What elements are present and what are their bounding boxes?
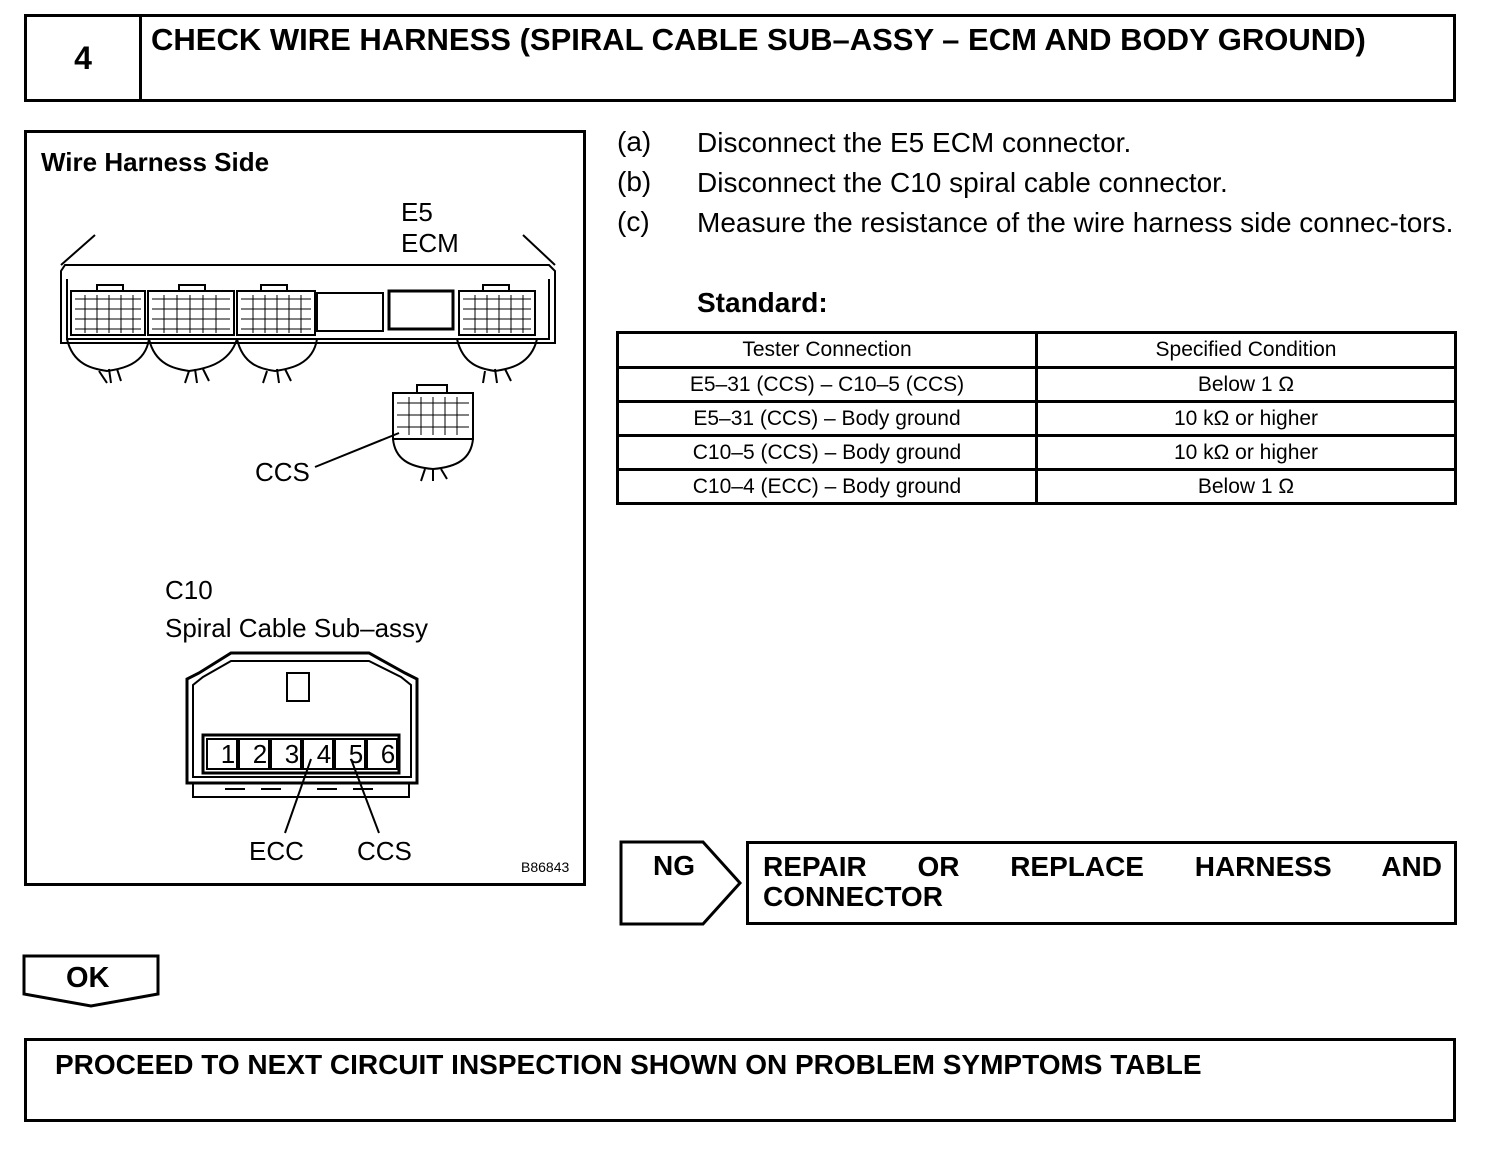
specification-table: Tester Connection Specified Condition E5…	[616, 331, 1457, 505]
specified-condition-cell: Below 1 Ω	[1035, 468, 1457, 505]
connector-illustration	[60, 234, 556, 834]
step-b-text: Disconnect the C10 spiral cable connecto…	[697, 167, 1228, 198]
pin-2: 2	[252, 739, 268, 769]
ng-tag: NG	[619, 840, 743, 926]
ng-label: NG	[653, 850, 695, 881]
proceed-text: PROCEED TO NEXT CIRCUIT INSPECTION SHOWN…	[55, 1049, 1202, 1080]
pin-6: 6	[380, 739, 396, 769]
table-row: E5–31 (CCS) – Body ground 10 kΩ or highe…	[616, 400, 1457, 437]
step-number: 4	[27, 17, 142, 99]
step-header: 4 CHECK WIRE HARNESS (SPIRAL CABLE SUB–A…	[24, 14, 1456, 102]
tester-connection-cell: C10–4 (ECC) – Body ground	[616, 468, 1038, 505]
table-row: C10–4 (ECC) – Body ground Below 1 Ω	[616, 468, 1457, 505]
pin-4: 4	[316, 739, 332, 769]
specified-condition-cell: 10 kΩ or higher	[1035, 434, 1457, 471]
connector-diagram: Wire Harness Side E5 ECM CCS C10 Spiral …	[24, 130, 586, 886]
step-b-letter: (b)	[617, 166, 652, 197]
step-title: CHECK WIRE HARNESS (SPIRAL CABLE SUB–ASS…	[151, 22, 1366, 57]
ecm-label: ECM	[401, 228, 459, 258]
step-c-text: Measure the resistance of the wire harne…	[697, 207, 1454, 238]
tester-connection-cell: E5–31 (CCS) – C10–5 (CCS)	[616, 366, 1038, 403]
column-header: Specified Condition	[1035, 331, 1457, 369]
ccs-lower-label: CCS	[357, 836, 412, 866]
ng-action-text: REPAIR OR REPLACE HARNESS AND CONNECTOR	[763, 851, 1442, 912]
ccs-upper-label: CCS	[255, 457, 310, 487]
standard-label: Standard:	[697, 287, 828, 318]
spiral-cable-label: Spiral Cable Sub–assy	[165, 613, 429, 643]
figure-id: B86843	[521, 859, 570, 875]
step-a-text: Disconnect the E5 ECM connector.	[697, 127, 1132, 158]
ok-tag: OK	[22, 954, 162, 1010]
ng-arrow-shape	[619, 840, 743, 926]
pin-3: 3	[284, 739, 300, 769]
tester-connection-cell: C10–5 (CCS) – Body ground	[616, 434, 1038, 471]
pin-5: 5	[348, 739, 364, 769]
proceed-box: PROCEED TO NEXT CIRCUIT INSPECTION SHOWN…	[24, 1038, 1456, 1122]
column-header: Tester Connection	[616, 331, 1038, 369]
step-c-letter: (c)	[617, 206, 650, 237]
ok-arrow-shape	[22, 954, 160, 1008]
table-row: E5–31 (CCS) – C10–5 (CCS) Below 1 Ω	[616, 366, 1457, 403]
ok-label: OK	[66, 962, 110, 994]
specified-condition-cell: 10 kΩ or higher	[1035, 400, 1457, 437]
pin-1: 1	[220, 739, 236, 769]
table-header-row: Tester Connection Specified Condition	[616, 331, 1457, 369]
wire-harness-side-label: Wire Harness Side	[41, 147, 270, 177]
spiral-cable-code: C10	[165, 575, 213, 605]
table-row: C10–5 (CCS) – Body ground 10 kΩ or highe…	[616, 434, 1457, 471]
ecm-code: E5	[401, 197, 433, 227]
ng-action-box: REPAIR OR REPLACE HARNESS AND CONNECTOR	[746, 841, 1457, 925]
step-a-letter: (a)	[617, 126, 652, 157]
ecc-label: ECC	[249, 836, 304, 866]
specified-condition-cell: Below 1 Ω	[1035, 366, 1457, 403]
tester-connection-cell: E5–31 (CCS) – Body ground	[616, 400, 1038, 437]
